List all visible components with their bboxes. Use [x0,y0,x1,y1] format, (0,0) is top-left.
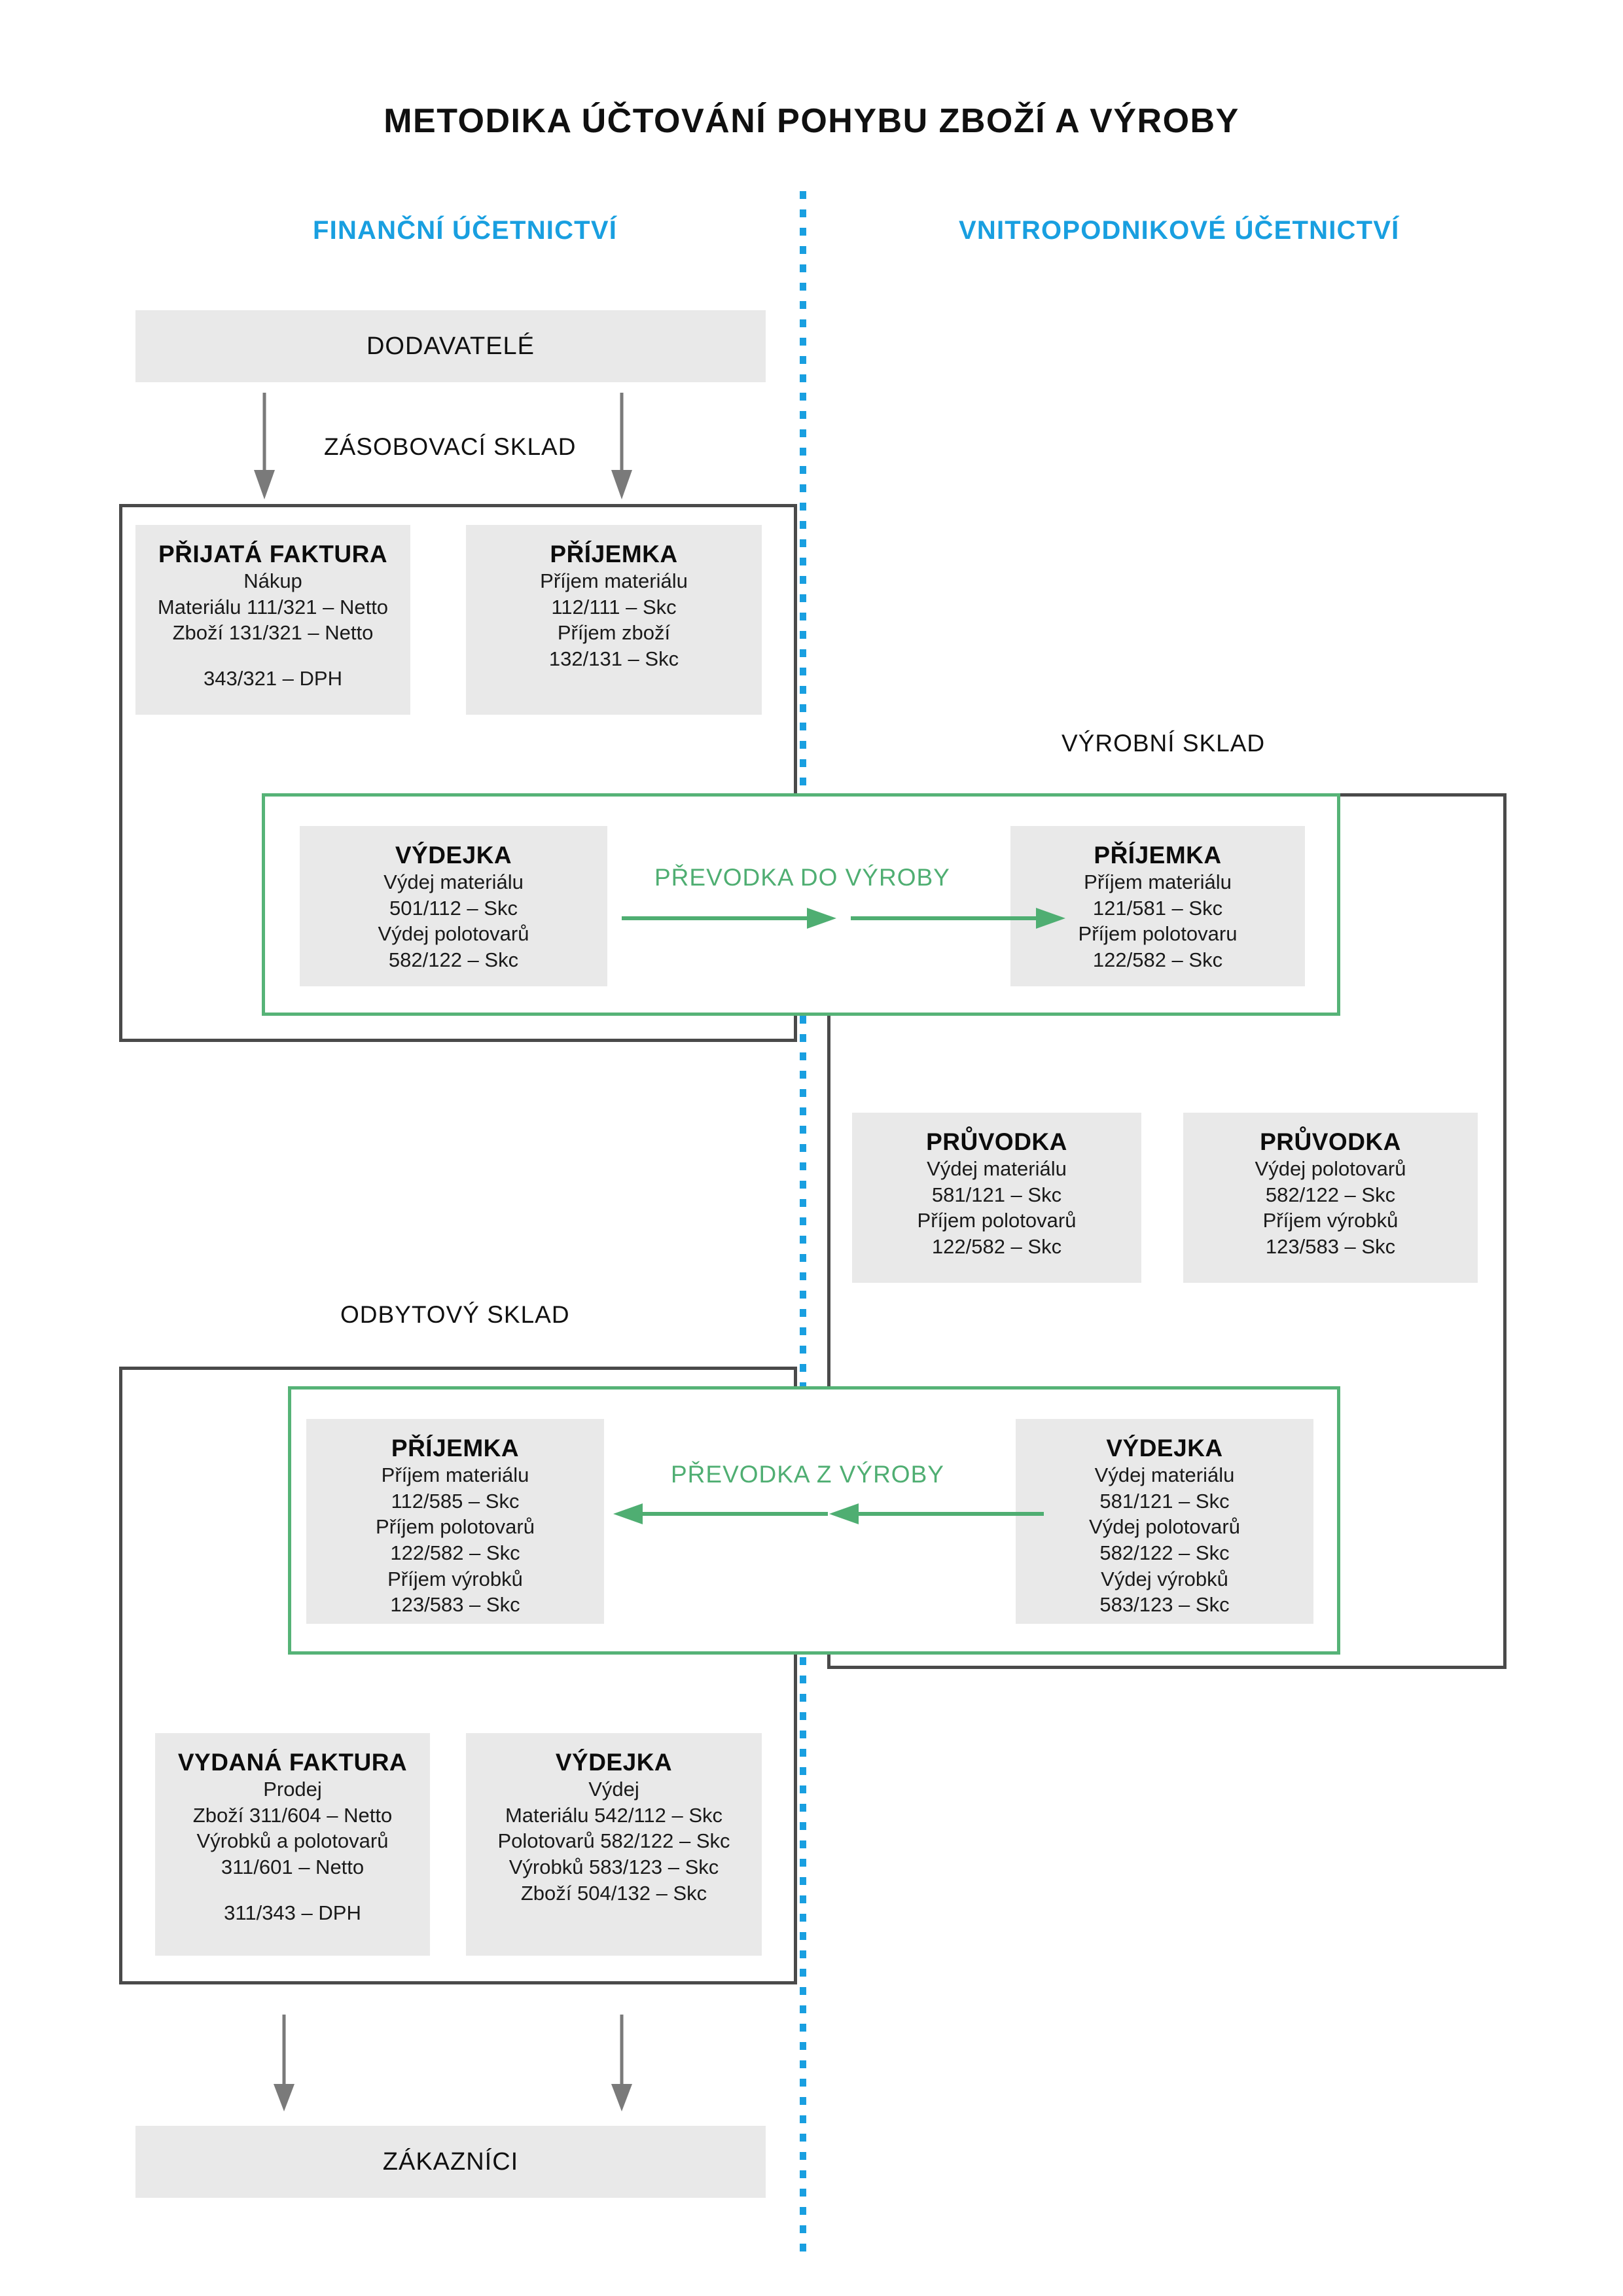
box-title: PŘÍJEMKA [550,541,678,567]
box-line: 501/112 – Skc [389,896,518,920]
box-title: VÝDEJKA [555,1749,673,1776]
section-label-production-warehouse: VÝROBNÍ SKLAD [1061,730,1266,757]
box-line: 122/582 – Skc [931,1235,1062,1259]
box-issued-invoice: VYDANÁ FAKTURA Prodej Zboží 311/604 – Ne… [155,1733,430,1956]
column-heading-internal: VNITROPODNIKOVÉ ÚČETNICTVÍ [959,216,1400,245]
transfer-to-production-label: PŘEVODKA DO VÝROBY [654,864,950,891]
box-line: 112/111 – Skc [551,595,677,619]
arrow-invoice-to-customers-icon [274,2015,294,2111]
arrow-suppliers-to-invoice-icon [254,393,275,499]
box-line: 582/122 – Skc [388,948,519,972]
box-line: 132/131 – Skc [548,647,679,671]
spacer [135,646,410,666]
box-line: 121/581 – Skc [1092,896,1223,920]
box-line: Příjem materiálu [381,1463,529,1486]
box-line: Výrobků a polotovarů [196,1829,389,1853]
box-line: 122/582 – Skc [390,1541,520,1565]
box-line: Výdej materiálu [383,870,524,893]
box-line: Výdej výrobků [1101,1567,1228,1590]
box-title: PRŮVODKA [926,1128,1067,1155]
arrow-issue-note-to-customers-icon [611,2015,632,2111]
box-issue-note-from-production: VÝDEJKA Výdej materiálu 581/121 – Skc Vý… [1016,1419,1313,1624]
arrow-to-production-left-icon [622,908,836,929]
arrow-suppliers-to-receipt-icon [611,393,632,499]
vertical-dotted-divider [800,191,806,2253]
box-line: Výdej polotovarů [1089,1515,1240,1539]
box-line: Příjem zboží [557,621,671,645]
spacer [155,1880,430,1900]
box-line: Polotovarů 582/122 – Skc [497,1829,730,1853]
box-line: Příjem polotovaru [1078,922,1238,946]
box-title: PŘÍJEMKA [1094,842,1222,869]
box-line: 582/122 – Skc [1265,1183,1396,1206]
box-routing-slip-1: PRŮVODKA Výdej materiálu 581/121 – Skc P… [852,1113,1141,1283]
box-goods-receipt-production: PŘÍJEMKA Příjem materiálu 121/581 – Skc … [1010,826,1305,986]
box-line: Zboží 131/321 – Netto [172,621,374,645]
box-line: Příjem polotovarů [917,1209,1077,1232]
box-line: Příjem výrobků [387,1567,523,1590]
box-title: VYDANÁ FAKTURA [177,1749,408,1776]
box-title: VÝDEJKA [395,842,512,869]
transfer-from-production-label: PŘEVODKA Z VÝROBY [671,1461,944,1488]
box-line: Příjem výrobků [1262,1209,1399,1232]
box-line: Výdej materiálu [1094,1463,1235,1486]
box-line: 123/583 – Skc [1265,1235,1396,1259]
box-line: Materiálu 542/112 – Skc [505,1803,722,1827]
box-routing-slip-2: PRŮVODKA Výdej polotovarů 582/122 – Skc … [1183,1113,1478,1283]
suppliers-box: DODAVATELÉ [135,310,766,382]
box-line: 581/121 – Skc [931,1183,1062,1206]
box-line: 311/601 – Netto [221,1856,365,1879]
box-title: PŘIJATÁ FAKTURA [158,541,388,567]
box-footer: 311/343 – DPH [224,1901,361,1924]
box-title: PRŮVODKA [1260,1128,1401,1155]
arrow-from-production-left-icon [613,1503,828,1524]
box-goods-receipt-sales: PŘÍJEMKA Příjem materiálu 112/585 – Skc … [306,1419,604,1624]
box-line: Výdej polotovarů [378,922,529,946]
section-label-sales-warehouse: ODBYTOVÝ SKLAD [340,1301,570,1328]
box-line: Výdej polotovarů [1255,1157,1406,1180]
box-line: Výrobků 583/123 – Skc [508,1856,719,1879]
box-line: 582/122 – Skc [1099,1541,1230,1565]
box-line: Příjem materiálu [540,569,688,592]
box-line: Výdej materiálu [927,1157,1067,1180]
box-received-invoice: PŘIJATÁ FAKTURA Nákup Materiálu 111/321 … [135,525,410,715]
box-footer: 343/321 – DPH [204,667,342,691]
box-line: 112/585 – Skc [391,1489,520,1513]
box-issue-note-sales: VÝDEJKA Výdej Materiálu 542/112 – Skc Po… [466,1733,762,1956]
box-title: PŘÍJEMKA [391,1435,520,1462]
box-line: 123/583 – Skc [390,1593,520,1617]
box-line: Nákup [243,569,302,592]
box-line: 122/582 – Skc [1092,948,1223,972]
box-line: Prodej [263,1778,322,1801]
box-title: VÝDEJKA [1106,1435,1223,1462]
box-line: 583/123 – Skc [1099,1593,1230,1617]
arrow-from-production-right-icon [829,1503,1044,1524]
section-label-supply-warehouse: ZÁSOBOVACÍ SKLAD [324,433,577,460]
box-issue-note-to-production: VÝDEJKA Výdej materiálu 501/112 – Skc Vý… [300,826,607,986]
page-title: METODIKA ÚČTOVÁNÍ POHYBU ZBOŽÍ A VÝROBY [383,102,1240,140]
box-line: Materiálu 111/321 – Netto [157,595,389,619]
box-line: 581/121 – Skc [1099,1489,1230,1513]
box-line: Zboží 504/132 – Skc [520,1881,707,1905]
box-line: Zboží 311/604 – Netto [192,1803,393,1827]
customers-box: ZÁKAZNÍCI [135,2126,766,2198]
arrow-to-production-right-icon [851,908,1065,929]
box-goods-receipt-supply: PŘÍJEMKA Příjem materiálu 112/111 – Skc … [466,525,762,715]
box-line: Příjem materiálu [1084,870,1232,893]
box-line: Příjem polotovarů [376,1515,535,1539]
column-heading-financial: FINANČNÍ ÚČETNICTVÍ [313,216,618,245]
box-line: Výdej [588,1778,639,1801]
